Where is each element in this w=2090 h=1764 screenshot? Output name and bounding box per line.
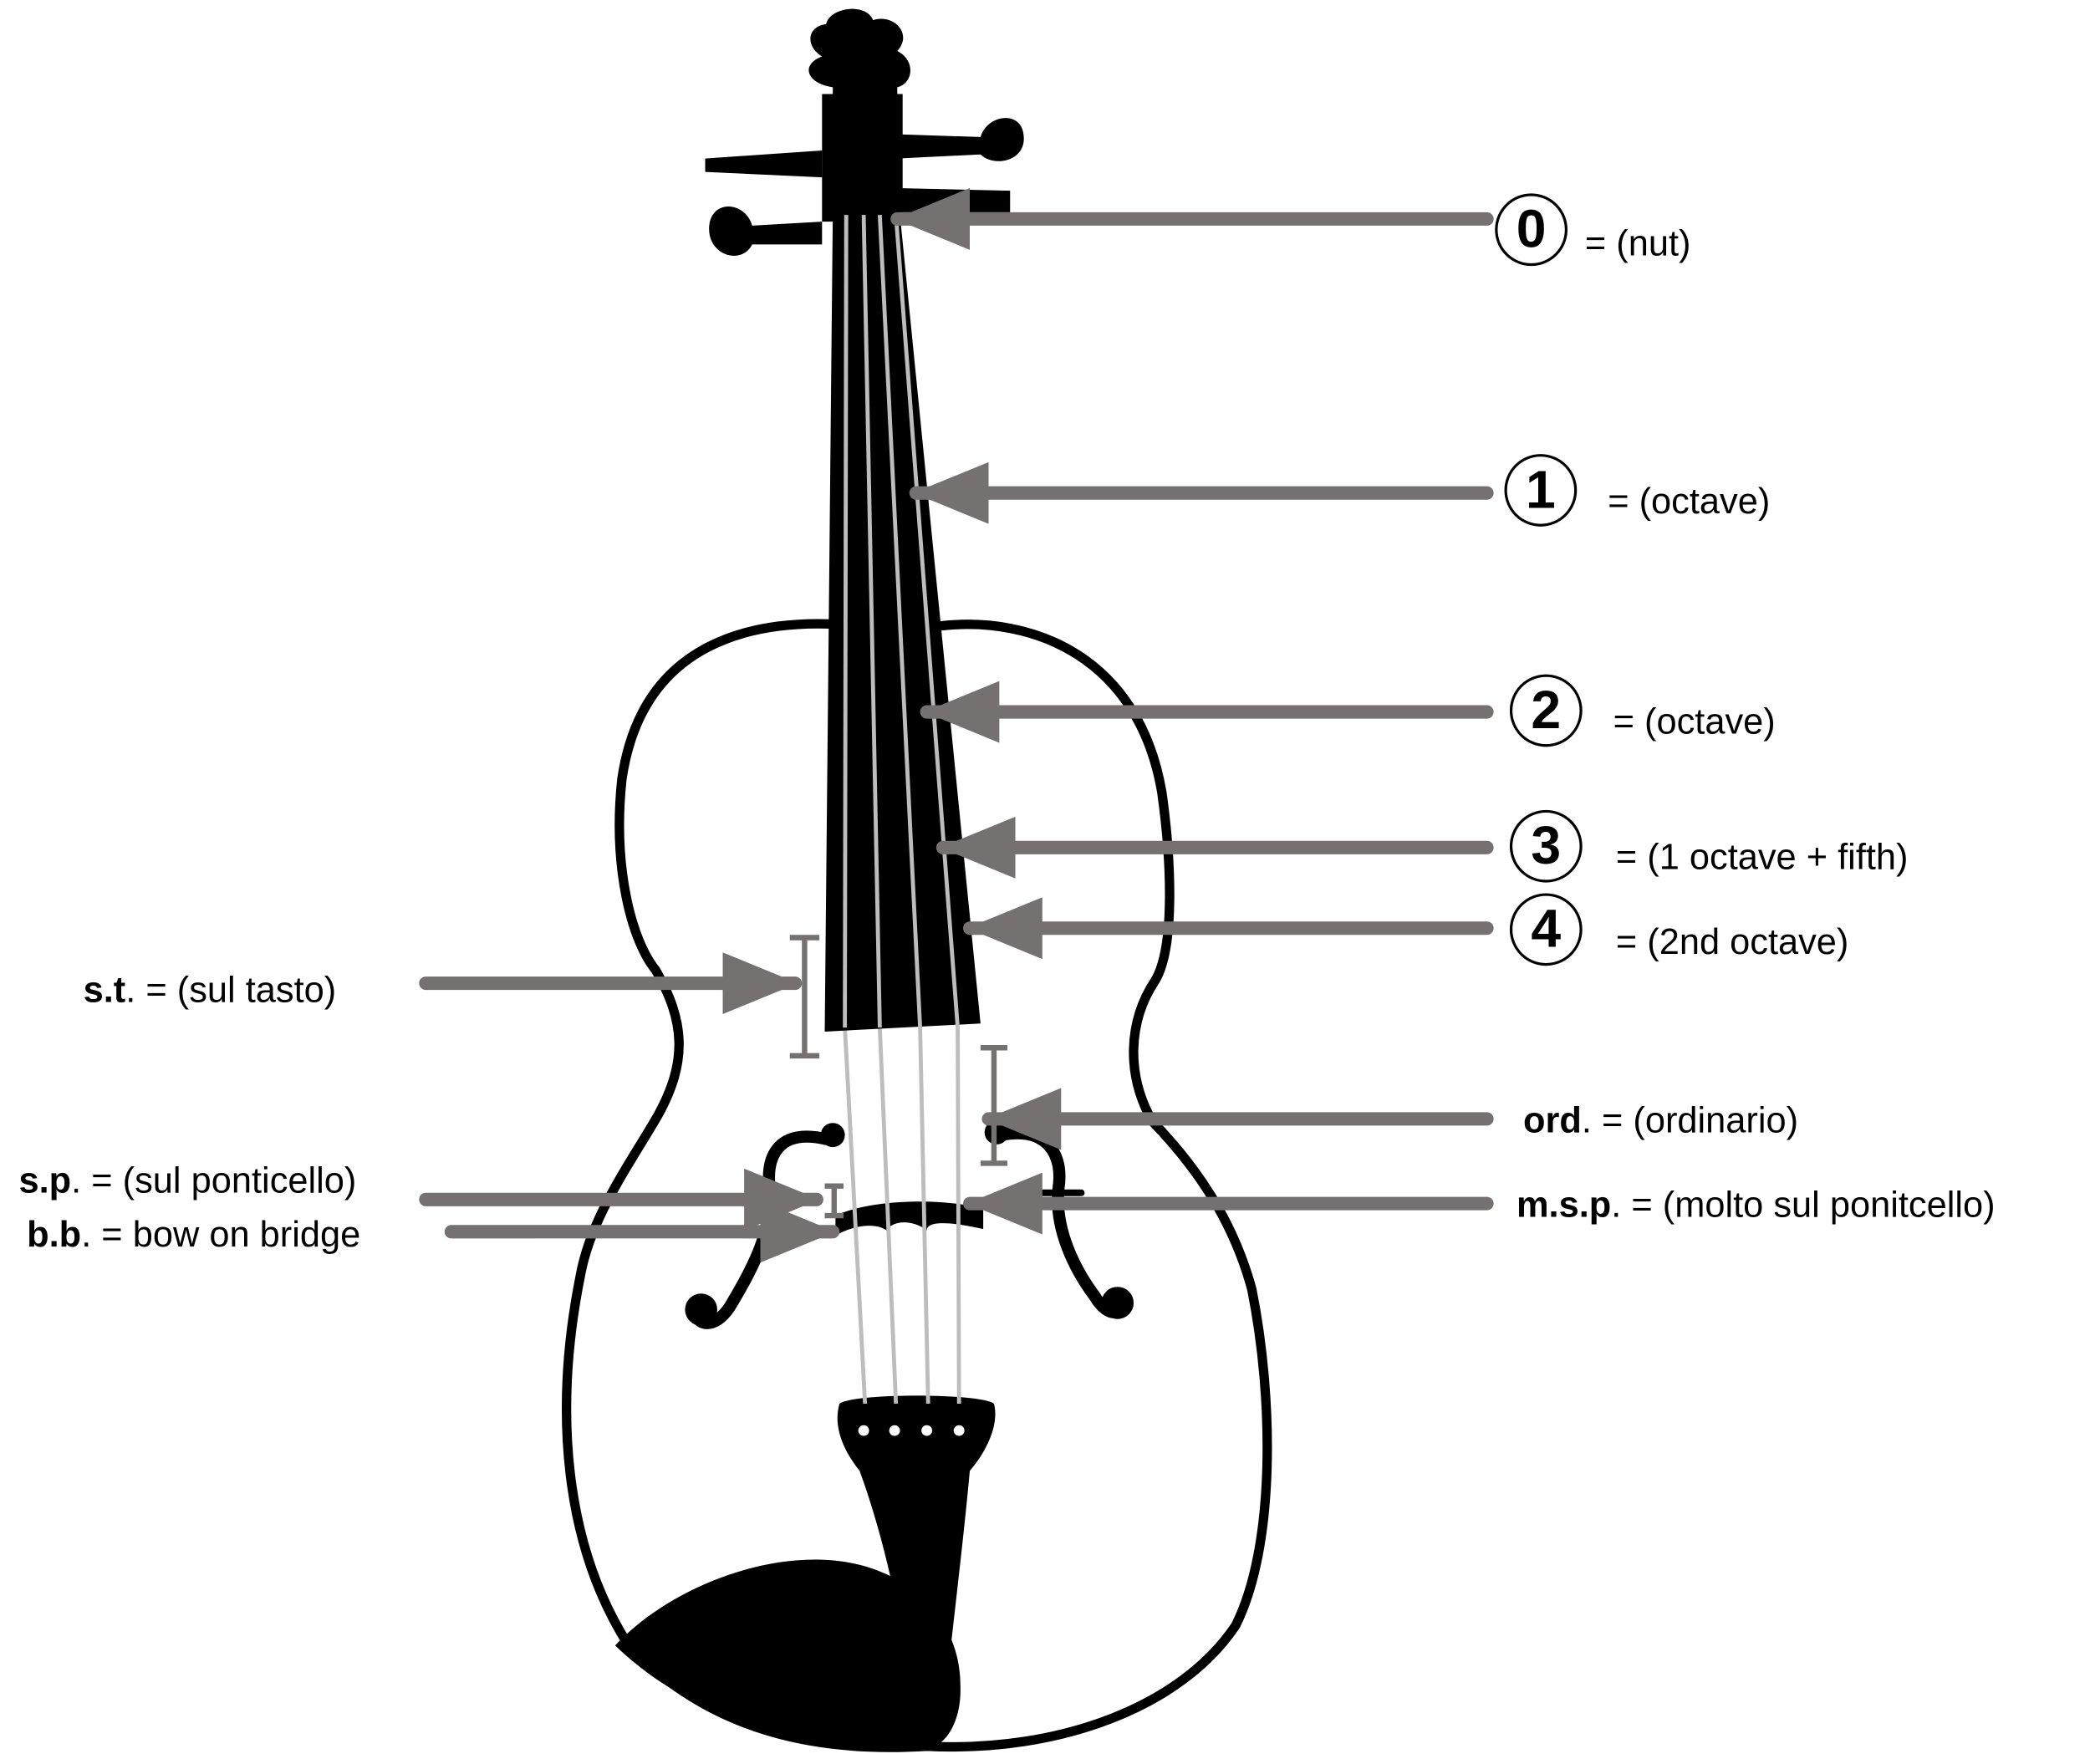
violin-body [562,619,1272,1752]
position-4-badge: 4 [1509,893,1583,966]
position-4-text: = (2nd octave) [1615,921,1849,962]
position-0-text: = (nut) [1584,222,1691,263]
position-2-text: = (octave) [1613,701,1776,742]
fine-tuners [858,1425,965,1436]
text-sp: . = (sul ponticello) [71,1160,357,1201]
position-3-badge: 3 [1509,809,1583,883]
label-molto-sul-ponticello: m.s.p. = (molto sul ponitcello) [1517,1187,1996,1223]
abbr-sp: s.p [18,1160,72,1201]
label-sul-ponticello: s.p. = (sul ponticello) [18,1163,356,1199]
abbr-bb: b.b [27,1214,82,1255]
position-1-text: = (octave) [1608,481,1771,522]
label-bow-on-bridge: b.b. = bow on bridge [27,1214,361,1255]
text-msp: . = (molto sul ponitcello) [1611,1185,1996,1226]
tailpiece [837,1395,996,1741]
bridge [835,1201,984,1236]
text-ord: . = (ordinario) [1581,1099,1799,1141]
position-3-text: = (1 octave + fifth) [1615,836,1909,878]
abbr-ord: ord [1522,1099,1582,1141]
position-1-badge: 1 [1504,454,1578,527]
label-sul-tasto: s.t. = (sul tasto) [83,970,337,1011]
abbr-msp: m.s.p [1516,1185,1612,1226]
strings-upper [843,214,960,1028]
tuning-pegs [705,118,1024,256]
abbr-st: s.t [83,970,126,1011]
position-0-badge: 0 [1495,193,1568,267]
label-ordinario: ord. = (ordinario) [1522,1099,1799,1141]
strings-lower [843,1027,961,1405]
text-st: . = (sul tasto) [125,970,337,1011]
position-2-badge: 2 [1509,674,1583,747]
chinrest [614,1559,961,1750]
text-bb: . = bow on bridge [81,1214,361,1255]
